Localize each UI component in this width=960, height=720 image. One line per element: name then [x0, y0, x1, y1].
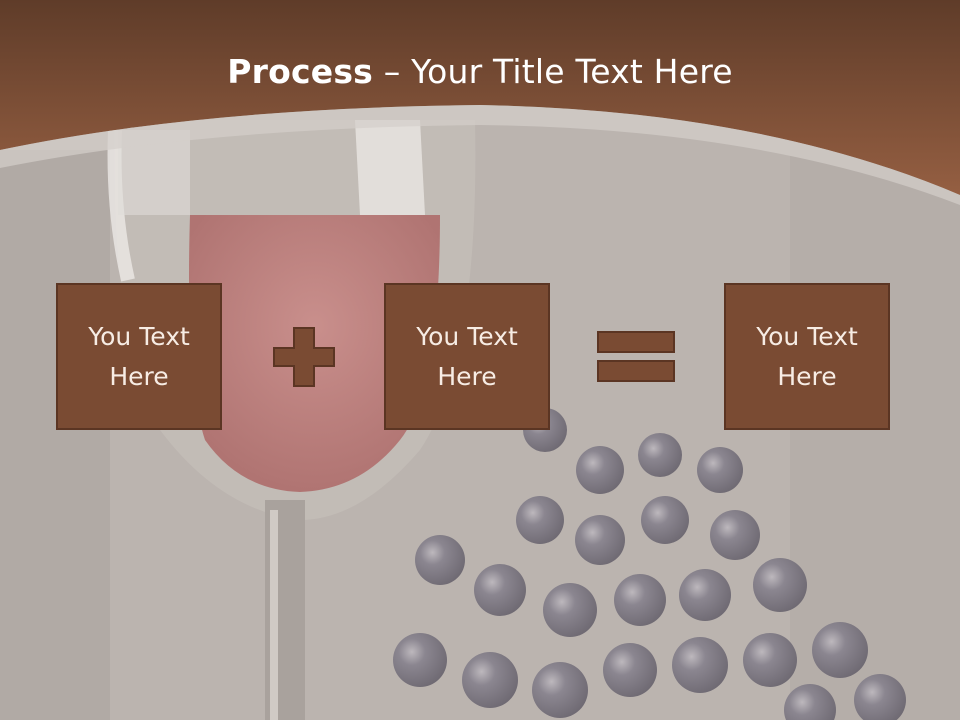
plus-icon	[273, 327, 335, 387]
title-bold: Process	[227, 52, 374, 91]
process-box-2-text: You Text Here	[416, 321, 518, 391]
process-box-3-text: You Text Here	[756, 321, 858, 391]
process-box-2: You Text Here	[384, 283, 550, 430]
title-rest: – Your Title Text Here	[373, 52, 733, 91]
slide-title: Process – Your Title Text Here	[0, 52, 960, 91]
process-box-3: You Text Here	[724, 283, 890, 430]
grapes-cluster	[393, 408, 906, 720]
process-box-1: You Text Here	[56, 283, 222, 430]
process-box-1-text: You Text Here	[88, 321, 190, 391]
equals-icon	[597, 331, 675, 382]
